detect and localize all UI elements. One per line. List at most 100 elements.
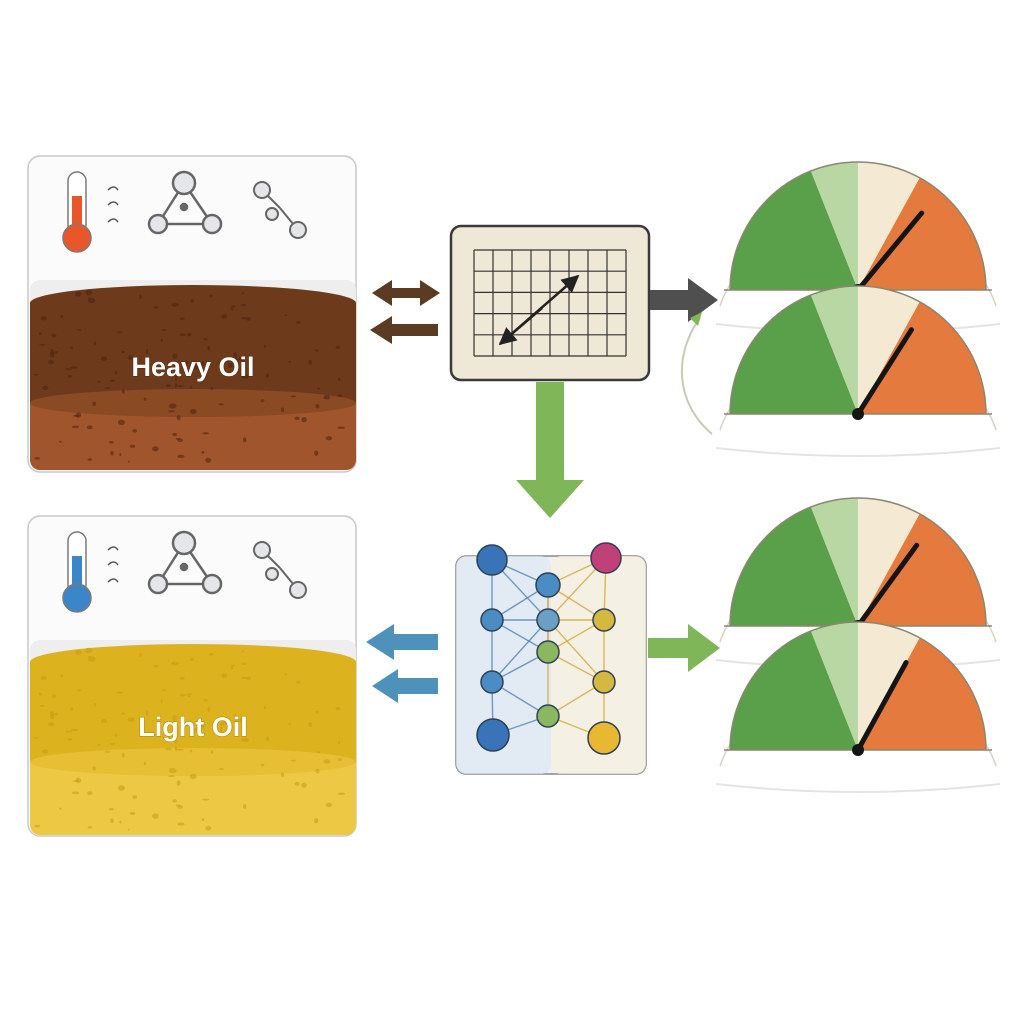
brown-left-arrow (370, 316, 438, 344)
speckle (241, 303, 247, 307)
nn-edge (491, 619, 549, 683)
oil-texture (33, 289, 346, 463)
speckle (139, 652, 142, 658)
nn-node (476, 718, 510, 752)
gauge-zone-light-green (810, 498, 858, 626)
speckle (189, 773, 197, 780)
speckle (290, 395, 296, 398)
speckle (241, 676, 248, 679)
speckle (230, 666, 234, 670)
speckle (92, 766, 96, 771)
speckle (232, 720, 240, 723)
speckle (128, 828, 131, 831)
speckle (190, 299, 194, 303)
nn-node (480, 608, 504, 632)
speckle (59, 807, 62, 810)
speckle (104, 750, 111, 753)
molecule-icon (147, 170, 223, 235)
speckle (109, 379, 116, 382)
speckle (201, 450, 205, 454)
speckle (174, 383, 178, 388)
speckle (207, 707, 211, 712)
speckle (172, 715, 178, 721)
speckle (119, 453, 122, 457)
speckle (121, 389, 125, 394)
speckle (179, 333, 187, 337)
speckle (127, 355, 135, 360)
speckle (335, 706, 341, 711)
speckle (171, 661, 180, 666)
speckle (241, 662, 247, 666)
speckle (152, 446, 159, 452)
speckle (288, 360, 291, 364)
speckle (176, 385, 184, 388)
speckle (54, 712, 58, 716)
speckle (116, 691, 123, 694)
speckle (34, 457, 41, 460)
speckle (168, 768, 177, 774)
speckle (40, 316, 47, 321)
thermometer-fill (72, 196, 82, 234)
speckle (337, 792, 346, 796)
speckle (127, 717, 135, 722)
speckle (87, 656, 96, 662)
speckle (67, 738, 73, 741)
speckle (75, 412, 82, 418)
speckle (110, 451, 114, 456)
speckle (97, 380, 102, 383)
gauge-outline (729, 285, 987, 415)
speckle (260, 763, 265, 767)
speckle (175, 804, 181, 807)
speckle (202, 798, 210, 801)
speckle (218, 767, 224, 770)
speckle (87, 458, 93, 461)
speckle (323, 395, 331, 400)
speckle (228, 362, 233, 368)
gauge-needle (855, 542, 920, 629)
speckle (174, 375, 178, 381)
speckle (172, 432, 178, 437)
speckle (70, 707, 73, 711)
speckle (315, 403, 320, 409)
green-right-arrow (648, 624, 720, 672)
speckle (233, 352, 238, 358)
speckle (175, 437, 181, 440)
speckle (263, 344, 267, 349)
speckle (143, 761, 147, 766)
speckle (179, 676, 185, 680)
speckle (176, 414, 181, 421)
speckle (174, 746, 178, 752)
speckle (168, 775, 175, 778)
speckle (153, 665, 159, 668)
nn-node (480, 670, 504, 694)
gauge-zone-light-green (810, 162, 858, 290)
speckle (201, 723, 205, 729)
speckle (114, 733, 118, 738)
speckle (290, 759, 296, 762)
green-down-arrow (516, 382, 584, 518)
speckle (70, 346, 73, 350)
nn-node (592, 608, 616, 632)
gauge-icon (715, 285, 1001, 457)
speckle (338, 377, 341, 382)
molecule-icon (147, 530, 223, 595)
speckle (109, 807, 114, 811)
speckle (238, 356, 246, 361)
gauge-outline (729, 497, 987, 627)
speckle (92, 401, 96, 407)
speckle (38, 692, 42, 696)
nn-node (592, 670, 616, 694)
speckle (75, 291, 82, 297)
speckle (230, 305, 236, 308)
speckle (233, 714, 238, 720)
gauge-needle (855, 210, 925, 293)
speckle (230, 307, 234, 311)
speckle (119, 820, 122, 824)
heavy-oil-panel: Heavy Oil (27, 155, 357, 473)
speckle (145, 348, 149, 355)
speckle (70, 366, 79, 369)
speckle (186, 722, 189, 727)
speckle (338, 741, 341, 745)
speckle (203, 338, 208, 341)
small-molecule-icon (253, 541, 307, 599)
